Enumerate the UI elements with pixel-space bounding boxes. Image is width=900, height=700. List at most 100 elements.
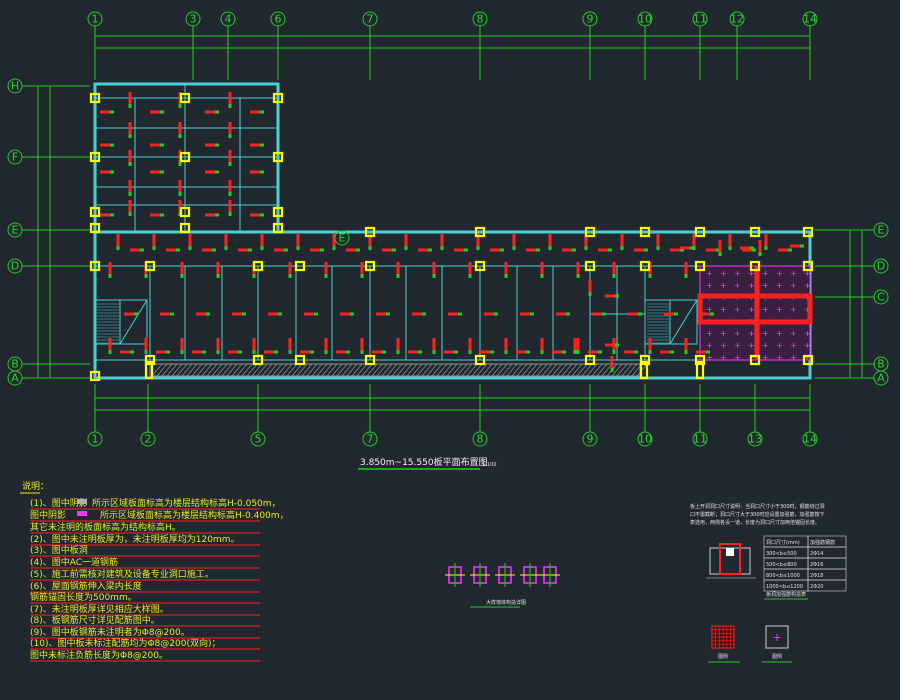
svg-text:+: + [790,269,797,278]
table-header-cell: 洞口尺寸(mm) [766,539,800,546]
left-axis-bubble [7,258,23,274]
left-axis-label: A [11,372,19,385]
svg-text:+: + [804,269,811,278]
bottom-axis-label: 11 [693,433,707,446]
top-axis-bubble [582,11,598,27]
svg-text:+: + [720,329,727,338]
right-axis-bubble [873,258,889,274]
svg-text:+: + [790,329,797,338]
note-1-detail-b: 所示区域板面标高为楼层结构标高H-0.400m， [100,509,289,521]
top-axis-bubble [185,11,201,27]
svg-text:+: + [776,329,783,338]
bottom-axis-bubble [250,431,266,447]
svg-text:+: + [706,353,713,362]
bottom-axis-bubble [802,431,818,447]
right-axis-label: A [877,372,885,385]
top-axis-label: 12 [730,13,744,26]
svg-text:+: + [734,281,741,290]
stair-right [644,299,698,345]
svg-text:+: + [706,329,713,338]
bottom-axis-label: 5 [255,433,262,446]
hatched-slab-zone: ++++++++++++++++++++++++++++++++++++++++… [697,265,813,362]
bottom-axis-label: 14 [803,433,817,446]
svg-text:+: + [748,305,755,314]
svg-text:+: + [706,305,713,314]
svg-text:+: + [772,631,781,644]
table-cell: 2Φ14 [810,551,823,557]
svg-text:+: + [706,341,713,350]
svg-text:+: + [790,353,797,362]
svg-text:+: + [720,269,727,278]
top-axis-label: 6 [275,13,282,26]
svg-text:+: + [720,341,727,350]
svg-text:+: + [748,341,755,350]
bottom-axis-bubble [692,431,708,447]
top-axis-label: 10 [638,13,652,26]
corridor-hatch [149,363,648,377]
table-cell: 2Φ20 [810,584,823,590]
note-line: (3)、图中板洞 [30,544,88,556]
top-axis-label: 4 [225,13,232,26]
right-axis-bubble [873,222,889,238]
note-line: (5)、施工前需核对建筑及设备专业洞口施工。 [30,568,214,580]
detail-sketch: 大样墙体构造详图 [445,563,560,608]
svg-text:+: + [790,281,797,290]
svg-text:+: + [790,341,797,350]
bottom-axis-label: 7 [367,433,374,446]
note-line: (1)、图中阴影 [30,497,88,509]
bottom-axis-label: 10 [638,433,652,446]
bottom-axis-label: 2 [145,433,152,446]
svg-text:+: + [804,329,811,338]
table-caption: 板洞加强筋构造表 [766,591,806,598]
bottom-axis-bubble [87,431,103,447]
structural-columns [89,92,814,382]
note-line: (4)、图中AC一道钢筋 [30,556,118,568]
svg-text:+: + [748,269,755,278]
top-axis-bubble [220,11,236,27]
note-line: (2)、图中未注明板厚为，未注明板厚均为120mm。 [30,533,239,545]
stair-left [94,299,148,345]
svg-text:+: + [762,281,769,290]
note-line: (8)、板钢筋尺寸详见配筋图中。 [30,614,160,626]
note-line: (9)、图中板钢筋未注明者为Φ8@200。 [30,626,190,638]
svg-text:+: + [706,269,713,278]
svg-text:+: + [720,281,727,290]
table-cell: 300<b≤500 [766,551,797,557]
note-line: (10)、图中板未标注配筋均为Φ8@200(双向)； [30,637,221,649]
svg-text:+: + [762,353,769,362]
left-axis-bubble [7,222,23,238]
table-cell: 2Φ16 [810,562,823,568]
svg-text:+: + [706,281,713,290]
right-axis-label: C [877,291,885,304]
section-marker: E [334,230,350,246]
right-axis-bubble [873,370,889,386]
top-axis-label: 3 [190,13,197,26]
legend-label-2: 图例 [772,653,782,660]
svg-text:+: + [804,281,811,290]
reinforcement-marks [100,92,804,372]
svg-text:+: + [734,269,741,278]
svg-text:+: + [734,305,741,314]
bottom-axis-bubble [140,431,156,447]
top-axis-label: 11 [693,13,707,26]
bottom-axis-label: 13 [748,433,762,446]
bottom-axis-bubble [472,431,488,447]
svg-text:+: + [734,329,741,338]
note-line: 图中阴影 [30,509,66,521]
svg-text:+: + [804,341,811,350]
bottom-axis-bubble [637,431,653,447]
bottom-axis-bubble [747,431,763,447]
table-cell: 500<b≤800 [766,562,797,568]
plan-title-text: 3.850m~15.550板平面布置图 [360,456,488,468]
svg-text:+: + [776,353,783,362]
table-header-cell: 加强筋钢筋 [810,539,835,546]
top-axis-bubble [729,11,745,27]
bottom-axis-bubble [362,431,378,447]
svg-text:+: + [776,281,783,290]
left-axis-label: D [11,260,19,273]
